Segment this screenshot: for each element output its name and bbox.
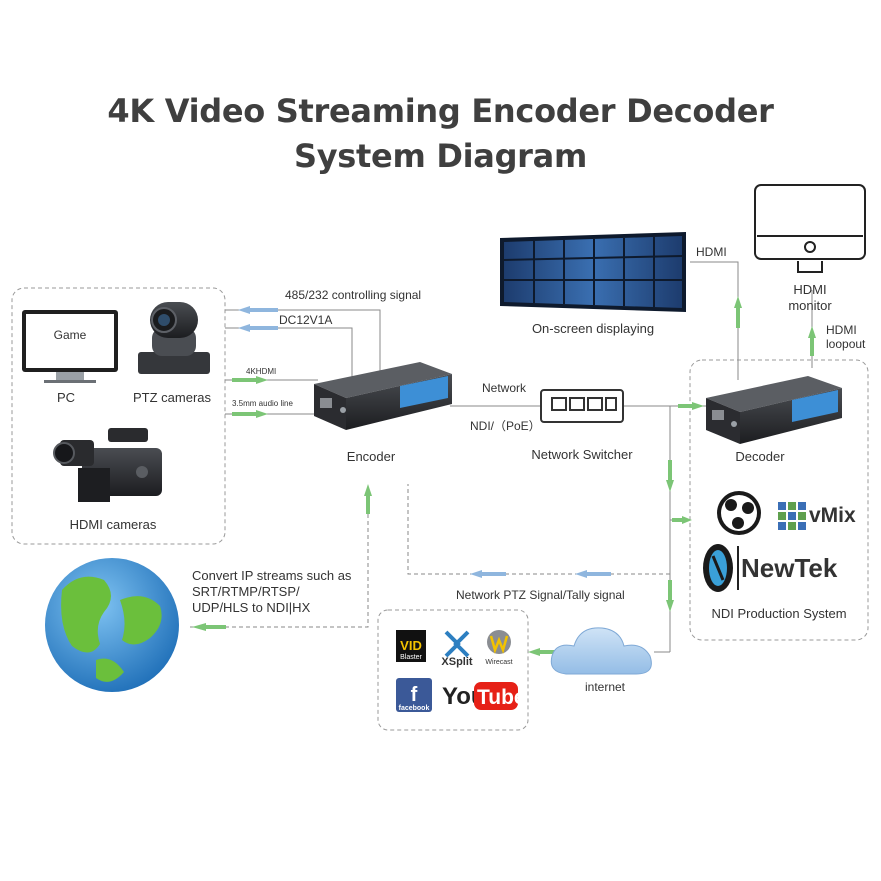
internet-label: internet [585, 680, 626, 694]
ndi-system-label: NDI Production System [711, 606, 846, 621]
loopout-arrow [808, 326, 816, 338]
pc-icon: Game [22, 310, 118, 383]
encoder-device [314, 362, 452, 430]
audio-in-label: 3.5mm audio line [232, 399, 293, 408]
hdmi-out-arrow [734, 296, 742, 308]
ptz-label: PTZ cameras [133, 390, 212, 405]
switch-label: Network Switcher [531, 447, 633, 462]
newtek-label: NewTek [741, 553, 838, 583]
control-signal-label: 485/232 controlling signal [285, 288, 421, 302]
trunk-arrow-1 [666, 480, 674, 492]
decoder-label: Decoder [735, 449, 785, 464]
hdmi-out-label: HDMI [696, 245, 727, 259]
facebook-label: facebook [399, 705, 430, 712]
monitor-label-2: monitor [788, 298, 832, 313]
convert-line-3: UDP/HLS to NDI|HX [192, 600, 311, 615]
hdmi-in-arrow [256, 376, 268, 384]
tally-arrow-2 [575, 570, 587, 578]
ptz-camera-icon [138, 302, 210, 374]
wirecast-label: Wirecast [485, 659, 512, 666]
blue-arrows [238, 306, 611, 578]
ip-stream-arrow [364, 484, 372, 496]
network-switch-icon [540, 389, 624, 423]
source-devices-box [11, 287, 226, 545]
audio-in-arrow [256, 410, 268, 418]
ndi-poe-label: NDI/（PoE） [470, 419, 541, 433]
convert-line-2: SRT/RTMP/RTSP/ [192, 584, 300, 599]
newtek-icon [703, 544, 739, 592]
vidblaster-icon: VID Blaster [396, 630, 426, 662]
vmix-label: vMix [809, 504, 856, 527]
loopout-label-1: HDMI [826, 323, 857, 337]
streaming-platforms-box [377, 609, 529, 731]
green-arrows [192, 296, 816, 656]
hdmi-cameras-label: HDMI cameras [70, 517, 157, 532]
facebook-glyph: f [411, 684, 418, 706]
ip-stream-line [190, 484, 369, 628]
diagram-title-line-1: 4K Video Streaming Encoder Decoder [107, 92, 774, 130]
ptz-tally-label: Network PTZ Signal/Tally signal [456, 588, 625, 602]
ndi-production-box [689, 359, 869, 641]
onscreen-label: On-screen displaying [532, 321, 654, 336]
convert-line-1: Convert IP streams such as [192, 568, 352, 583]
decoder-device [706, 376, 842, 444]
pc-screen-text: Game [54, 328, 87, 342]
globe-arrow [192, 623, 206, 631]
ptz-tally-line [407, 484, 670, 575]
display-wall-icon [500, 232, 686, 312]
control-arrow [238, 306, 250, 314]
xsplit-icon [444, 630, 470, 658]
ndi-system-arrow [682, 516, 692, 524]
youtube-tube: Tube [477, 686, 526, 709]
internet-arrow [528, 648, 540, 656]
globe-icon [45, 558, 179, 692]
tally-arrow-1 [470, 570, 482, 578]
power-line [225, 327, 353, 382]
hdmi-in-label: 4KHDMI [246, 367, 276, 376]
monitor-label-1: HDMI [793, 282, 826, 297]
network-label: Network [482, 381, 527, 395]
power-arrow [238, 324, 250, 332]
vmix-icon [778, 502, 806, 530]
encoder-label: Encoder [347, 449, 396, 464]
vidblaster-text-1: VID [400, 638, 422, 653]
trunk-arrow-2 [666, 600, 674, 612]
obs-icon [717, 491, 761, 535]
ndi-arrow [692, 402, 704, 410]
facebook-icon: f facebook [396, 678, 432, 712]
vidblaster-text-2: Blaster [400, 654, 422, 661]
loopout-label-2: loopout [826, 337, 866, 351]
youtube-icon: You Tube [442, 682, 526, 710]
pc-label: PC [57, 390, 75, 405]
hdmi-out-line [690, 261, 739, 380]
hdmi-camera-icon [53, 428, 162, 502]
cloud-icon [550, 627, 652, 675]
diagram-title-line-2: System Diagram [294, 137, 587, 175]
wirecast-icon [487, 630, 511, 654]
power-label: DC12V1A [279, 313, 332, 327]
hdmi-monitor-icon [754, 184, 866, 273]
xsplit-label: XSplit [441, 656, 473, 668]
